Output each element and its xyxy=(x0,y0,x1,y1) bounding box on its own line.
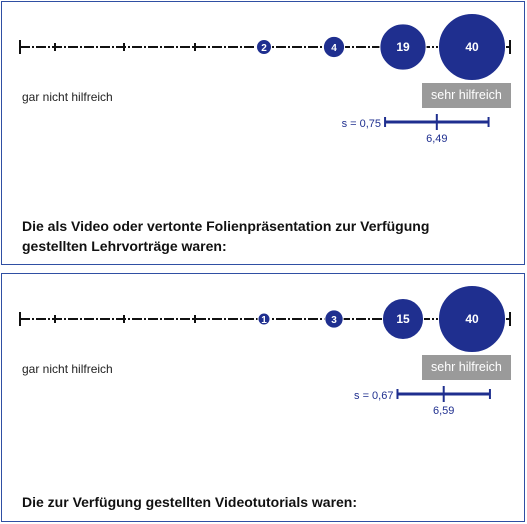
right-anchor-label-2: sehr hilfreich xyxy=(422,355,511,380)
bubble-7 xyxy=(437,12,507,82)
bubble-count-label-4: 1 xyxy=(261,315,267,326)
chart-panel-1: 2 4 19 40 s = 0,75 6,49 gar nicht hilfreich s… xyxy=(1,1,525,265)
left-anchor-label-1: gar nicht hilfreich xyxy=(22,90,113,104)
left-anchor-label-2: gar nicht hilfreich xyxy=(22,362,113,376)
chart-panel-2: 1 3 15 40 s = 0,67 6,59 gar nicht hilfreich s… xyxy=(1,273,525,522)
bubble-count-label-5: 3 xyxy=(331,315,337,326)
sd-label: s = 0,75 xyxy=(342,118,381,130)
bubble-6 xyxy=(381,297,425,341)
bubble-count-label-6: 19 xyxy=(396,40,410,54)
rating-scale-chart-1: 2 4 19 40 s = 0,75 6,49 xyxy=(19,12,511,145)
right-anchor-label-1: sehr hilfreich xyxy=(422,83,511,108)
bubble-count-label-4: 2 xyxy=(261,43,267,54)
bubble-7 xyxy=(437,284,507,354)
chart-caption-2: Die zur Verfügung gestellten Videotutori… xyxy=(22,494,358,510)
bubble-5 xyxy=(324,309,344,329)
bubble-6 xyxy=(379,23,427,71)
bubble-4 xyxy=(257,312,271,326)
mean-label: 6,49 xyxy=(426,133,447,145)
bubble-4 xyxy=(256,39,272,55)
rating-scale-chart-2: 1 3 15 40 s = 0,67 6,59 xyxy=(19,284,511,417)
bubble-count-label-5: 4 xyxy=(331,43,337,54)
bubble-5 xyxy=(322,35,346,59)
sd-label: s = 0,67 xyxy=(354,390,393,402)
bubble-count-label-7: 40 xyxy=(465,312,479,326)
chart-caption-1: Die als Video oder vertonte Folienpräsen… xyxy=(22,218,430,254)
bubble-count-label-7: 40 xyxy=(465,40,479,54)
mean-label: 6,59 xyxy=(433,405,454,417)
bubble-count-label-6: 15 xyxy=(396,312,410,326)
